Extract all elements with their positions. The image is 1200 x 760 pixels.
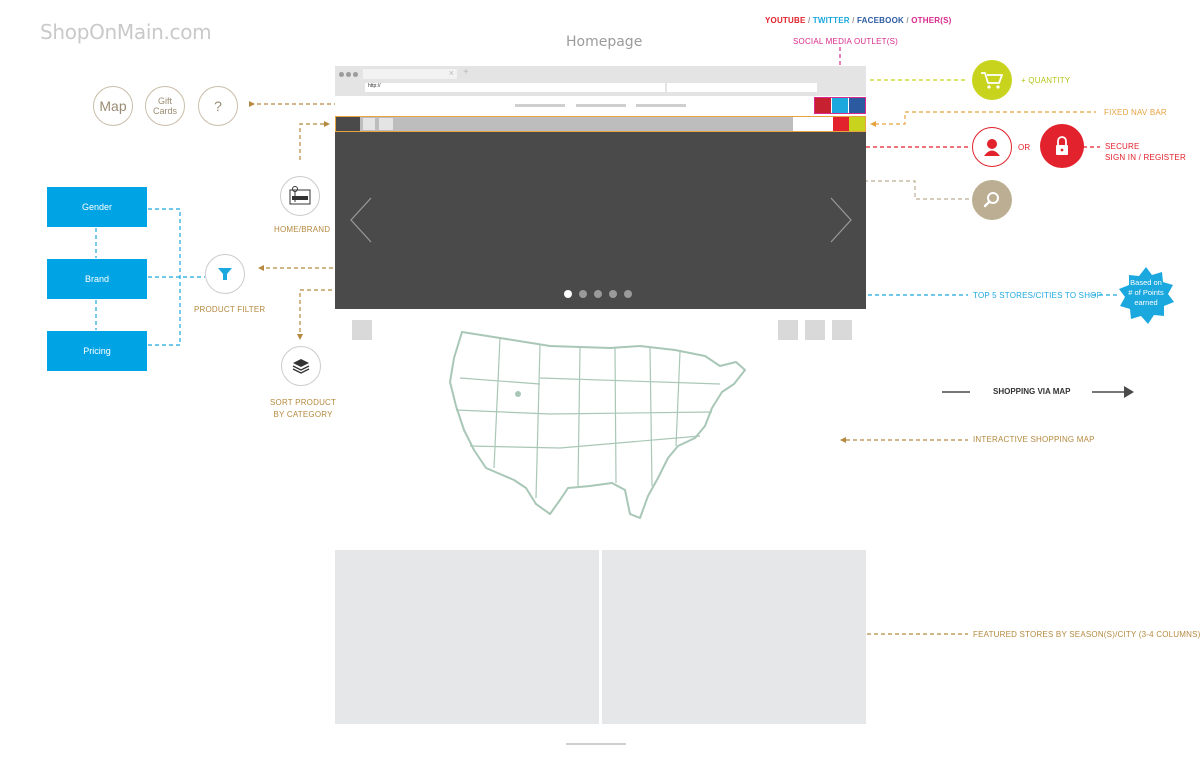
product-filter-label: PRODUCT FILTER: [194, 305, 266, 314]
address-bar[interactable]: http://: [365, 83, 665, 92]
gender-filter[interactable]: Gender: [47, 187, 147, 227]
map-link-label: Map: [99, 98, 127, 114]
top-link[interactable]: [576, 104, 626, 107]
other-label: OTHER(S): [911, 16, 952, 25]
home-brand-slot[interactable]: [336, 117, 360, 131]
cart-slot[interactable]: [849, 117, 865, 131]
sort-slot[interactable]: [379, 118, 393, 130]
carousel-dots: [564, 290, 632, 298]
filter-slot[interactable]: [363, 118, 375, 130]
facebook-icon[interactable]: [849, 98, 865, 113]
carousel-next-icon[interactable]: [825, 196, 855, 246]
window-dot[interactable]: [346, 72, 351, 77]
nav-search-field[interactable]: [793, 117, 833, 131]
new-tab-icon[interactable]: +: [463, 67, 469, 78]
carousel-dot[interactable]: [564, 290, 572, 298]
home-brand-icon[interactable]: [280, 176, 320, 216]
us-map[interactable]: [440, 318, 760, 528]
layers-icon[interactable]: [281, 346, 321, 386]
map-thumb[interactable]: [805, 320, 825, 340]
gift-cards-link[interactable]: Gift Cards: [145, 86, 185, 126]
sort-product-label: SORT PRODUCT BY CATEGORY: [270, 398, 337, 419]
site-brand: ShopOnMain.com: [40, 20, 212, 44]
carousel-dot[interactable]: [609, 290, 617, 298]
window-dot[interactable]: [339, 72, 344, 77]
featured-store-panel[interactable]: [602, 550, 866, 724]
fixed-nav-label: FIXED NAV BAR: [1104, 108, 1167, 117]
window-dot[interactable]: [353, 72, 358, 77]
or-label: OR: [1018, 143, 1031, 152]
secure-signin-label: SECURE SIGN IN / REGISTER: [1105, 142, 1186, 162]
carousel-dot[interactable]: [624, 290, 632, 298]
browser-chrome: × + http://: [335, 66, 866, 96]
map-thumb[interactable]: [832, 320, 852, 340]
shopping-via-map-label: SHOPPING VIA MAP: [993, 387, 1071, 396]
page-heading: Homepage: [566, 34, 643, 50]
social-outlet-label: SOCIAL MEDIA OUTLET(S): [793, 37, 899, 46]
social-links-label: YOUTUBE / TWITTER / FACEBOOK / OTHER(S): [765, 16, 952, 25]
footer-text: [566, 743, 626, 745]
top-link[interactable]: [515, 104, 565, 107]
pricing-filter[interactable]: Pricing: [47, 331, 147, 371]
youtube-icon[interactable]: [815, 98, 831, 113]
top-link-row: [335, 96, 866, 116]
help-link[interactable]: ?: [198, 86, 238, 126]
interactive-map-label: INTERACTIVE SHOPPING MAP: [973, 435, 1095, 444]
search-icon[interactable]: [972, 180, 1012, 220]
fixed-nav-bar: [335, 116, 866, 132]
featured-stores-label: FEATURED STORES BY SEASON(S)/CITY (3-4 C…: [973, 630, 1200, 639]
social-icons-box: [814, 97, 866, 114]
facebook-label: FACEBOOK: [857, 16, 904, 25]
brand-filter[interactable]: Brand: [47, 259, 147, 299]
points-badge-icon: [1119, 267, 1174, 324]
map-link[interactable]: Map: [93, 86, 133, 126]
map-thumb[interactable]: [778, 320, 798, 340]
browser-search-bar[interactable]: [667, 83, 817, 92]
browser-tab[interactable]: ×: [363, 68, 457, 79]
signin-slot[interactable]: [833, 117, 849, 131]
quantity-label: + QUANTITY: [1021, 76, 1071, 85]
user-icon[interactable]: [972, 127, 1012, 167]
featured-store-panel[interactable]: [335, 550, 599, 724]
cart-icon[interactable]: [972, 60, 1012, 100]
map-marker-icon[interactable]: [515, 391, 521, 397]
points-badge-text: Based on # of Points earned: [1128, 278, 1164, 307]
carousel-dot[interactable]: [594, 290, 602, 298]
url-text: http://: [368, 83, 381, 89]
carousel-dot[interactable]: [579, 290, 587, 298]
youtube-label: YOUTUBE: [765, 16, 806, 25]
top5-label: TOP 5 STORES/CITIES TO SHOP: [973, 291, 1103, 300]
hero-carousel: [335, 132, 866, 309]
twitter-label: TWITTER: [812, 16, 850, 25]
filter-icon[interactable]: [205, 254, 245, 294]
top-link[interactable]: [636, 104, 686, 107]
home-brand-label: HOME/BRAND: [274, 225, 331, 234]
carousel-prev-icon[interactable]: [347, 196, 377, 246]
close-tab-icon[interactable]: ×: [448, 68, 454, 78]
map-thumb[interactable]: [352, 320, 372, 340]
twitter-icon[interactable]: [832, 98, 848, 113]
lock-icon[interactable]: [1040, 124, 1084, 168]
